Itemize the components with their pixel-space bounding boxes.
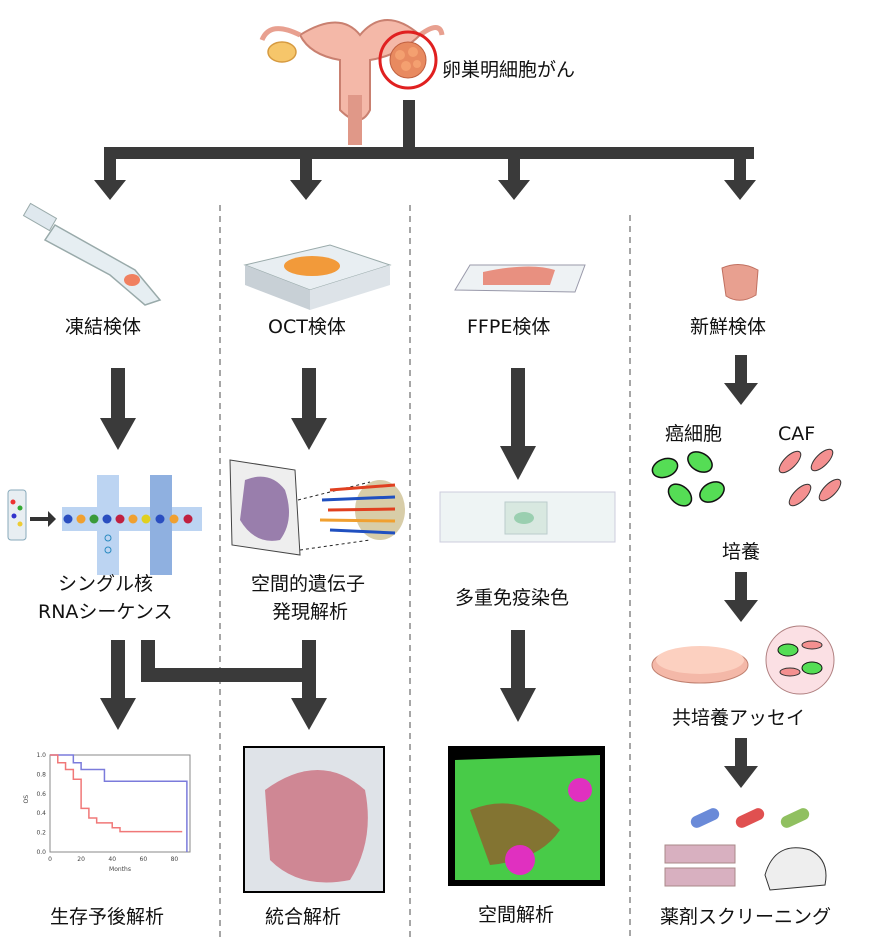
result-integration: 統合解析 xyxy=(265,906,342,928)
ffpe-slide-icon xyxy=(454,264,586,293)
method-mihc: 多重免疫染色 xyxy=(455,587,570,609)
drug-screening-illustration xyxy=(664,808,827,891)
top-connector xyxy=(94,100,756,200)
km-x-tick: 60 xyxy=(140,856,148,863)
column-dividers xyxy=(219,205,631,940)
method-spatial-line1: 空間的遺伝子 xyxy=(251,573,366,595)
km-series-line xyxy=(50,754,183,833)
cancer-label: 卵巣明細胞がん xyxy=(442,59,576,81)
tube-icon xyxy=(22,202,162,306)
highlight-circle xyxy=(378,30,438,90)
culture-label: 培養 xyxy=(722,541,761,563)
result-spatial: 空間解析 xyxy=(478,904,555,926)
km-y-label: OS xyxy=(23,795,30,804)
culture-dish-icon xyxy=(651,646,749,684)
caf-cells xyxy=(778,448,842,507)
km-y-tick: 1.0 xyxy=(36,752,46,759)
mihc-slide-icon xyxy=(439,491,616,543)
coculture-circle-icon xyxy=(765,625,835,695)
km-y-tick: 0.2 xyxy=(36,830,46,837)
fresh-tissue-icon xyxy=(721,264,759,301)
km-x-label: Months xyxy=(109,866,131,873)
result-drug-screening: 薬剤スクリーニング xyxy=(660,906,832,928)
method-snrna-line1: シングル核 xyxy=(58,573,154,595)
km-y-tick: 0.6 xyxy=(36,791,46,798)
method-snrna-line2: RNAシーケンス xyxy=(38,601,173,623)
cancer-cell-label: 癌細胞 xyxy=(665,423,723,445)
km-y-tick: 0.0 xyxy=(36,849,46,856)
km-x-tick: 0 xyxy=(48,856,52,863)
caf-label: CAF xyxy=(778,423,816,445)
km-plot-frame xyxy=(49,754,191,853)
km-y-tick: 0.8 xyxy=(36,771,46,778)
sample-ffpe: FFPE検体 xyxy=(467,316,551,338)
sample-oct: OCT検体 xyxy=(268,316,346,338)
km-x-tick: 80 xyxy=(171,856,179,863)
spatial-transcriptomics-illustration xyxy=(229,459,405,556)
coculture-assay-label: 共培養アッセイ xyxy=(672,707,806,729)
oct-block-icon xyxy=(243,244,392,310)
sample-frozen: 凍結検体 xyxy=(65,316,142,338)
result-survival: 生存予後解析 xyxy=(50,906,165,928)
method-spatial-line2: 発現解析 xyxy=(272,601,349,623)
cancer-cells xyxy=(651,451,725,507)
vertical-arrows xyxy=(100,355,758,788)
sample-fresh: 新鮮検体 xyxy=(690,316,767,338)
km-x-tick: 20 xyxy=(77,856,85,863)
km-series-line xyxy=(50,754,188,852)
km-y-tick: 0.4 xyxy=(36,810,46,817)
km-x-tick: 40 xyxy=(108,856,116,863)
snrna-seq-illustration xyxy=(7,475,202,575)
uterus-illustration xyxy=(259,19,445,145)
